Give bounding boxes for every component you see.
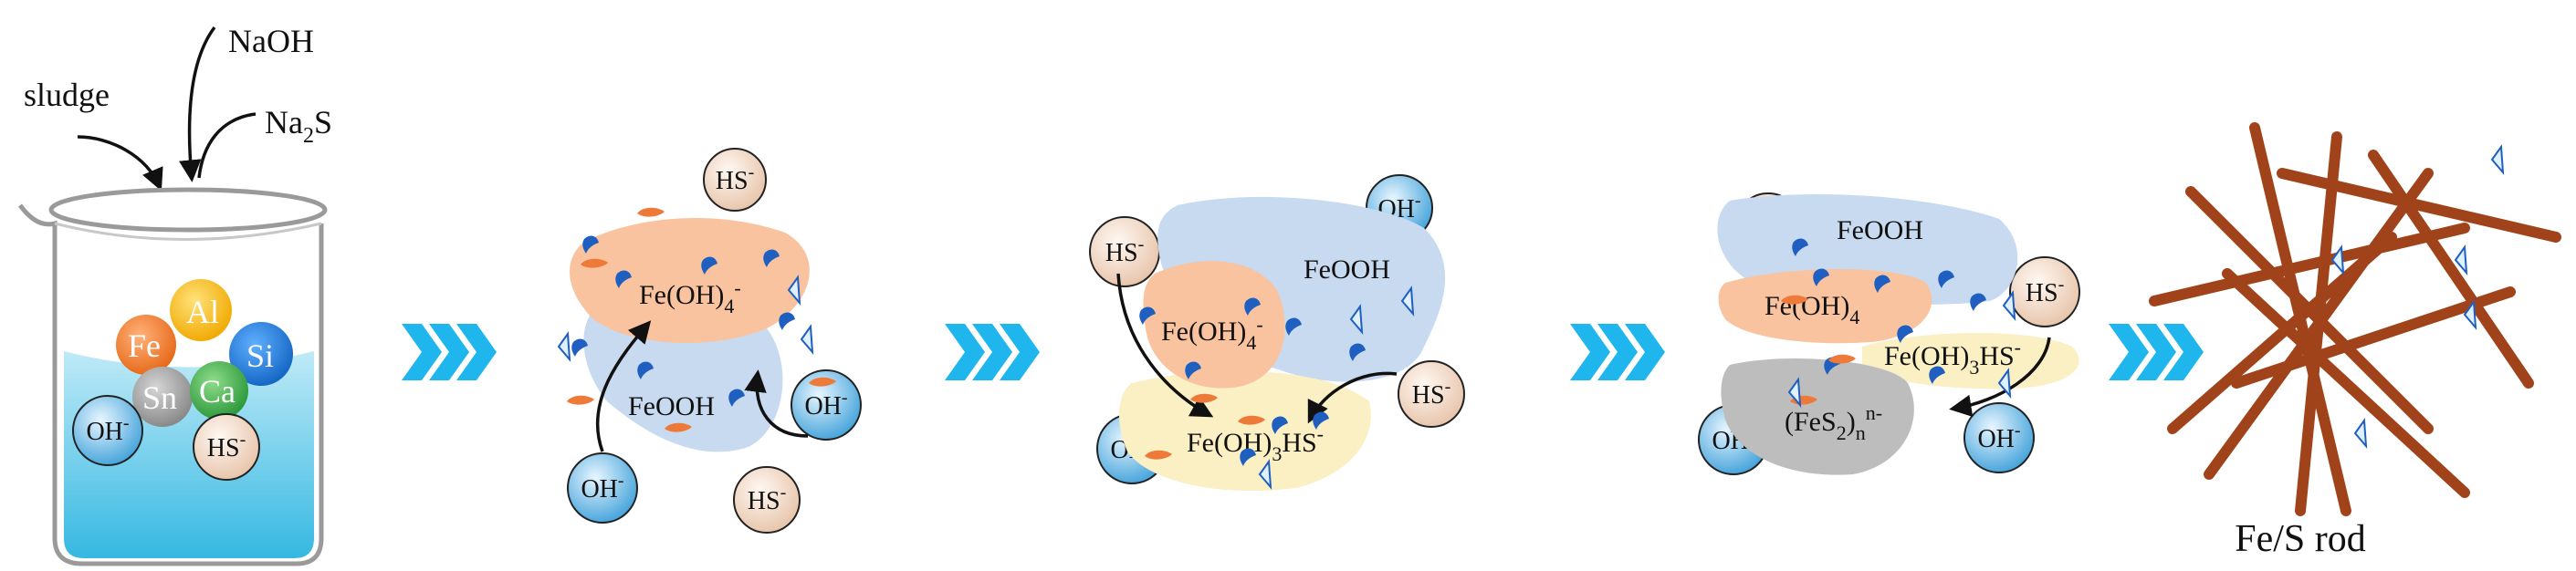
- feooh-label-3: FeOOH: [1304, 254, 1390, 285]
- rod: [2231, 286, 2516, 389]
- svg-text:HS-: HS-: [2026, 275, 2064, 307]
- sn-ball: [132, 367, 193, 427]
- stage3-arrow-hs-left: [1116, 273, 1214, 418]
- crystal-flake: [2003, 292, 2016, 319]
- svg-text:OH-: OH-: [1977, 420, 2020, 453]
- si-ball: [229, 322, 293, 386]
- sludge-arrow: [77, 135, 163, 192]
- al-label: Al: [186, 294, 219, 330]
- ca-ball: [190, 361, 248, 420]
- feoh4-label-4: Fe(OH)4: [1764, 291, 1859, 328]
- crystal-flake: [801, 326, 813, 353]
- feoh4-blob: [569, 217, 810, 344]
- feooh-label-4: FeOOH: [1837, 215, 1923, 245]
- stage3-arrow-hs-right: [1307, 371, 1398, 424]
- oh-ion-ball: OH-: [72, 395, 143, 466]
- rod: [2368, 150, 2534, 389]
- rod: [2167, 232, 2397, 434]
- stage2-arrow-oh-left: [596, 320, 652, 452]
- svg-text:OH-: OH-: [581, 471, 623, 504]
- feoh4-blob-3: [1143, 261, 1285, 389]
- oh-ion-ball: OH-: [1963, 402, 2035, 473]
- ca-label: Ca: [199, 373, 236, 410]
- fe-ball: [116, 315, 176, 375]
- si-label: Si: [246, 337, 274, 374]
- crystal-flake: [558, 333, 571, 360]
- hs-ion-ball: HS-: [2009, 256, 2080, 327]
- metal-balls: Al Fe Si Sn Ca: [116, 279, 293, 427]
- svg-text:HS-: HS-: [1105, 234, 1144, 267]
- rod: [2277, 168, 2561, 243]
- step-arrow-2: [945, 324, 1040, 380]
- naoh-arrow: [179, 26, 216, 182]
- hs-ion-ball: HS-: [703, 148, 767, 212]
- oh-ion-ball: OH-: [791, 369, 862, 441]
- na2s-arrow: [197, 112, 257, 179]
- oh-ion-ball: OH-: [567, 452, 638, 524]
- stage4-arrow-hs: [1949, 337, 2051, 417]
- stage-2: Fe(OH)4- FeOOH: [569, 217, 810, 452]
- step-arrow-3: [1570, 324, 1665, 380]
- rod: [2295, 131, 2342, 516]
- svg-text:HS-: HS-: [716, 162, 754, 195]
- rod: [2222, 268, 2470, 498]
- sn-label: Sn: [142, 379, 177, 416]
- hs-ion-ball: HS-: [1398, 360, 1465, 428]
- fes2-blob-4: [1721, 358, 1914, 475]
- crystal-flake: [2491, 146, 2504, 173]
- hs-ion-ball: HS-: [1089, 216, 1160, 287]
- svg-text:OH-: OH-: [804, 388, 847, 420]
- flakes-layer: [558, 146, 2504, 488]
- hs-ion-ball: HS-: [193, 413, 260, 481]
- orange-flake: [1828, 354, 1856, 364]
- na2s-label: Na2S: [265, 104, 332, 148]
- feoh4-label-3: Fe(OH)4-: [1161, 313, 1263, 354]
- orange-flake: [567, 395, 594, 405]
- feoh4-label-2: Fe(OH)4-: [639, 276, 741, 317]
- stage-3: Fe(OH)4- FeOOH Fe(OH)3HS-: [1116, 196, 1446, 492]
- product-label: Fe/S rod: [2235, 518, 2366, 560]
- al-ball: [170, 279, 232, 341]
- naoh-label: NaOH: [228, 23, 314, 59]
- step-arrow-4: [2109, 324, 2204, 380]
- rod: [2149, 223, 2470, 306]
- svg-text:HS-: HS-: [748, 483, 786, 515]
- feoh3hs-label-4: Fe(OH)3HS-: [1884, 336, 2021, 379]
- step-arrow-1: [402, 324, 497, 380]
- blue-flake: [779, 312, 795, 330]
- feoh3hs-blob-4: [1862, 333, 2079, 389]
- fe-label: Fe: [128, 327, 161, 364]
- crystal-flake: [2354, 420, 2367, 447]
- stage2-arrow-oh-right: [744, 369, 809, 438]
- feooh-label-2: FeOOH: [628, 391, 715, 421]
- sludge-label: sludge: [24, 77, 110, 113]
- fe-s-rods: [2149, 122, 2561, 516]
- crystal-flake: [2331, 246, 2344, 274]
- orange-flake: [637, 207, 665, 217]
- fes2-label-4: (FeS2)nn-: [1785, 401, 1882, 444]
- hs-ion-ball: HS-: [733, 466, 801, 534]
- svg-text:OH-: OH-: [86, 413, 129, 446]
- blue-flake: [1970, 293, 1986, 311]
- svg-text:HS-: HS-: [1412, 377, 1450, 410]
- feoh3hs-label-3: Fe(OH)3HS-: [1187, 422, 1324, 465]
- inputs-group: sludge NaOH Na2S: [24, 23, 332, 192]
- svg-text:HS-: HS-: [207, 430, 246, 462]
